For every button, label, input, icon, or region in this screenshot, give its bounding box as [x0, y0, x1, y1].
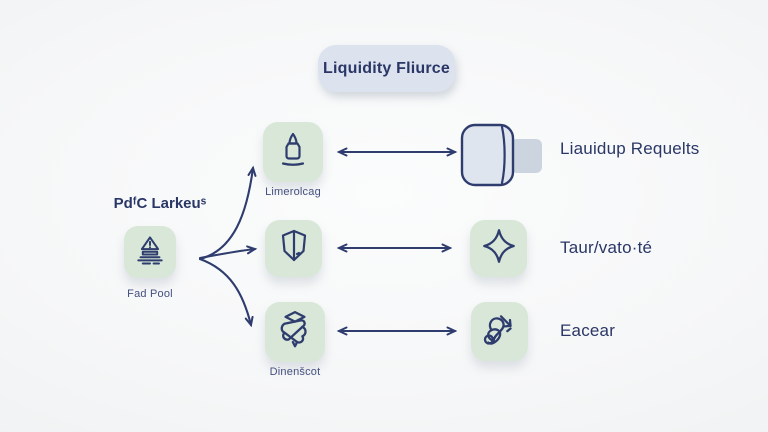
right-node-label-1: Liauidup Requelts [560, 139, 700, 158]
shield-icon [274, 226, 314, 271]
branch-arrow-middle [198, 245, 258, 260]
branch-arrow-top [198, 165, 257, 261]
card-icon [460, 123, 517, 192]
diagram-title: Liquidity Fliurce [323, 59, 450, 77]
hazard-stack-icon [132, 232, 168, 273]
package-icon [274, 309, 316, 356]
sparkle-diamond-icon [478, 225, 520, 272]
left-node-caption: Fad Pool [127, 288, 173, 300]
right-node-label-2: Taur/vato·té [560, 238, 653, 257]
right-node-tile-2 [470, 220, 527, 277]
middle-node-label-3: Dinenšcot [269, 366, 321, 378]
middle-node-tile-3 [265, 302, 325, 362]
middle-node-tile-2 [265, 220, 322, 277]
branch-arrow-bottom [198, 257, 254, 328]
swan-arrow-icon [479, 308, 521, 355]
left-node-heading: PdᶠC Larkeuˢ [113, 195, 207, 212]
right-node-label-3: Eacear [560, 321, 616, 340]
card-tab-shape [511, 139, 542, 173]
left-node-tile [124, 226, 176, 278]
middle-node-label-1: Limerolcag [265, 186, 321, 198]
right-node-tile-3 [471, 302, 528, 361]
middle-node-tile-1 [263, 122, 323, 182]
diagram-title-pill: Liquidity Fliurce [318, 45, 455, 92]
rocket-icon [273, 130, 313, 175]
